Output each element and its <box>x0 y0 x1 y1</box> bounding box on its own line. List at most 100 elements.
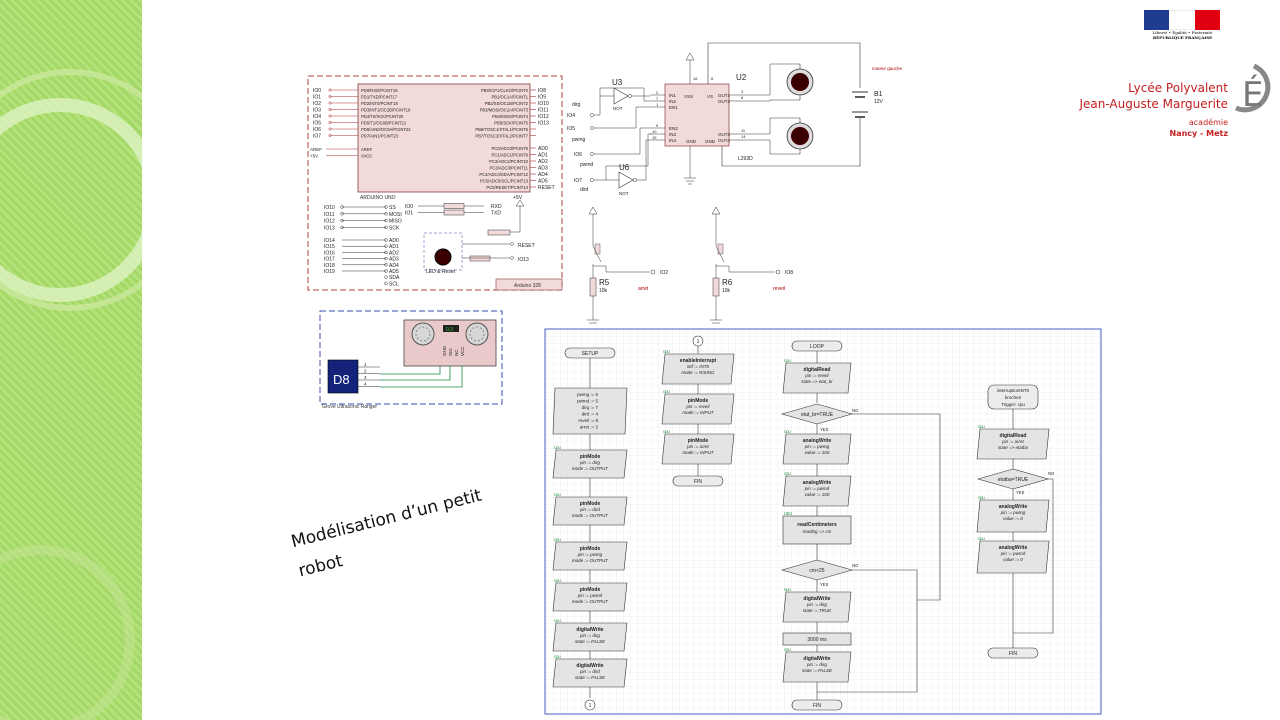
cpu-tag: cpu <box>978 424 985 429</box>
analog-left-label: IO18 <box>324 263 335 269</box>
setup-block-line2: mode := OUTPUT <box>572 513 609 518</box>
pin-dot <box>328 134 332 137</box>
spi-right-label: MISO <box>389 219 402 225</box>
wire <box>593 265 650 273</box>
setup-assign-line: pwmg := 6 <box>577 392 598 397</box>
chip-bottom-pin: GND <box>705 139 716 144</box>
chip-pin-number: 11 <box>741 128 746 133</box>
uart-resistor <box>443 203 465 209</box>
setup-block-line1: pin := dird <box>579 507 600 512</box>
arduino-adc-pin: PC2/ADC2/PCINT10 <box>489 159 529 164</box>
ultrasonic-label: Grove Ultrasonic Ranger <box>322 404 377 410</box>
motor-core <box>791 73 809 91</box>
cpu-tag: cpu <box>784 429 791 434</box>
interrupt-aw1-block-line2: value := 0 <box>1003 516 1023 521</box>
setup-block-line1: pin := pwmg <box>577 552 603 557</box>
arduino-adc-pin: PC0/ADC0/PCINT8 <box>491 146 528 151</box>
spi-left-label: IO11 <box>324 212 335 218</box>
pin-dot <box>340 212 344 216</box>
interrupt-end-terminal <box>987 647 1039 659</box>
loop-dw2-block-title: digitalWrite <box>803 656 830 662</box>
arduino-right-pin: PB0/ICP1/CLKO/PCINT0 <box>481 88 529 93</box>
switch-icon <box>594 243 601 255</box>
school-logo-letter: É <box>1242 74 1263 115</box>
middle-block-title: pinMode <box>688 398 709 404</box>
arduino-adc-pin: PC1/ADC1/PCINT9 <box>491 153 528 158</box>
sidebar-circles <box>0 69 142 720</box>
chip-right-pin: OUT3 <box>718 132 730 137</box>
chip-pin-number: 9 <box>656 123 659 128</box>
arduino-left-pin: PD0/RXD/PCINT16 <box>361 88 398 93</box>
pin-dot <box>384 218 388 223</box>
yes-label: YES <box>820 582 829 587</box>
arduino-left-pin: PD7/AIN1/PCINT23 <box>361 134 399 139</box>
chip-left-pin: IN1 <box>669 93 677 98</box>
not-gate-icon <box>618 171 634 189</box>
arduino-right-pin: PB6/TOSC1/XTAL1/PCINT6 <box>475 127 528 132</box>
interrupt-read-block <box>976 428 1050 460</box>
arduino-right-io: IO13 <box>538 121 549 127</box>
wire <box>744 99 800 102</box>
resistor <box>469 255 491 262</box>
arduino-adc-pin: PC4/ADC4/SDA/PCINT12 <box>479 172 528 177</box>
setup-assign-line: pwmd := 5 <box>577 399 598 404</box>
led-icon <box>434 248 452 266</box>
spi-left-label: IO13 <box>324 225 335 231</box>
arduino-left-pin: PD2/INT0/PCINT18 <box>361 101 398 106</box>
pin-dot <box>328 95 332 98</box>
loop-end-terminal-label: FIN <box>813 703 821 709</box>
cpu-tag: cpu <box>663 389 670 394</box>
not-bubble <box>632 177 638 183</box>
interrupt-cond-diamond-label: etatba=TRUE <box>998 477 1029 483</box>
analog-right-label: AD3 <box>389 257 399 263</box>
rf-name: RÉPUBLIQUE FRANÇAISE <box>1152 35 1213 40</box>
interrupt-aw1-block-line1: pin := pwmg <box>1000 510 1026 515</box>
chip-pin-number: 10 <box>652 129 657 134</box>
arduino-aref-label: AREF <box>310 147 322 152</box>
arduino-right-pin: PB2/SS/OC1B/PCINT2 <box>485 101 529 106</box>
driver-input-label: IO5 <box>567 126 575 132</box>
setup-block-line1: pin := dirg <box>579 633 600 638</box>
middle-block-line2: mode := INPUT <box>682 410 714 415</box>
arduino-left-io: IO1 <box>313 95 321 101</box>
resistor <box>487 229 511 236</box>
pin-dot <box>384 263 388 267</box>
loop-dw1-block-title: digitalWrite <box>803 596 830 602</box>
setup-block-title: digitalWrite <box>576 663 603 669</box>
ultrasonic-module-id: D8 <box>333 372 350 387</box>
cpu-tag: cpu <box>663 349 670 354</box>
us-wire <box>380 366 463 388</box>
setup-assign-line: dird := 4 <box>582 412 599 417</box>
r5-name: arret <box>638 286 649 292</box>
driver-input-label: dirg <box>572 102 581 108</box>
arduino-adc-io: AD5 <box>538 179 548 185</box>
pin-dot <box>384 250 388 255</box>
pin-dot <box>590 126 594 130</box>
chip-top-pin: VS <box>707 94 713 99</box>
interrupt-read-block-title: digitalRead <box>1000 433 1027 439</box>
arduino-left-pin: PD3/INT1/OC2B/PCINT19 <box>361 108 411 113</box>
wire <box>594 127 650 155</box>
arduino-board-label: Arduino 328 <box>514 283 541 289</box>
uart-right-label: RXD <box>491 204 502 210</box>
setup-block-line2: state := FALSE <box>575 639 606 644</box>
driver-input-label: IO7 <box>574 178 582 184</box>
cpu-tag: cpu <box>978 495 985 500</box>
reset-label: RESET <box>518 243 535 249</box>
yes-label: YES <box>1016 490 1025 495</box>
setup-assign-line: arret := 2 <box>580 425 599 430</box>
not-bubble <box>627 93 633 99</box>
setup-block-line1: pin := dird <box>579 669 600 674</box>
chip-left-pin: IN4 <box>669 138 677 143</box>
setup-block-line2: mode := OUTPUT <box>572 599 609 604</box>
republique-francaise-logo: Liberté • Égalité • Fraternité RÉPUBLIQU… <box>1144 10 1221 44</box>
spi-right-label: SCK <box>389 225 400 231</box>
flow-connector <box>1013 478 1054 634</box>
interrupt-title1: interruptionINT0 <box>997 388 1030 393</box>
